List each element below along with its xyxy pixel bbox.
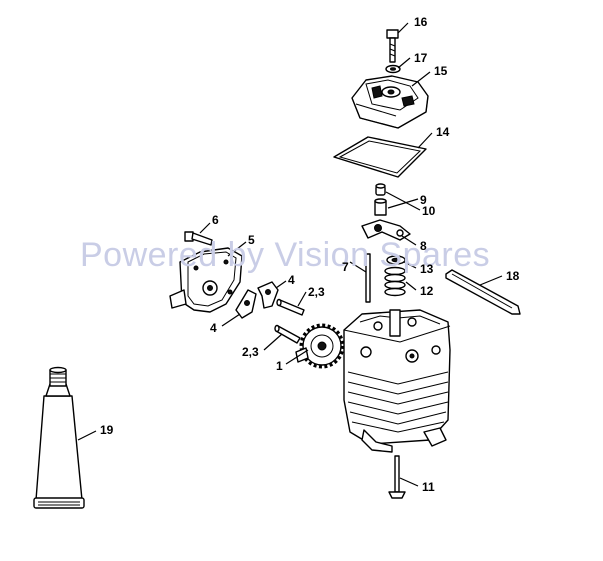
part-12-valve-spring[interactable] — [384, 266, 406, 297]
callout-2-3-lower[interactable]: 2,3 — [242, 345, 259, 359]
part-11-valve[interactable] — [388, 455, 406, 499]
callout-19[interactable]: 19 — [100, 423, 114, 437]
callout-15[interactable]: 15 — [434, 64, 448, 78]
part-4-lever-lower[interactable] — [235, 289, 257, 319]
part-6-screw[interactable] — [184, 231, 213, 246]
part-9-tappet[interactable] — [374, 198, 387, 216]
part-1-gear[interactable] — [295, 323, 345, 369]
cylinder-assembly — [343, 309, 451, 453]
callout-1[interactable]: 1 — [276, 359, 283, 373]
callout-5[interactable]: 5 — [248, 233, 255, 247]
part-14-gasket[interactable] — [333, 136, 427, 178]
leader-lines — [77, 22, 503, 487]
part-17-washer[interactable] — [385, 64, 401, 74]
callout-13[interactable]: 13 — [420, 262, 434, 276]
callout-9[interactable]: 9 — [420, 193, 427, 207]
part-2-3-pin-upper[interactable] — [276, 298, 305, 316]
part-19-tube[interactable] — [33, 366, 85, 509]
part-2-3-pin-lower[interactable] — [274, 324, 301, 344]
callout-7[interactable]: 7 — [342, 260, 349, 274]
callout-17[interactable]: 17 — [414, 51, 428, 65]
part-4-lever-upper[interactable] — [257, 281, 279, 309]
part-10-cap[interactable] — [375, 183, 386, 196]
callout-2-3-upper[interactable]: 2,3 — [308, 285, 325, 299]
callout-8[interactable]: 8 — [420, 239, 427, 253]
callout-14[interactable]: 14 — [436, 125, 450, 139]
part-5-cover-plate[interactable] — [169, 247, 243, 313]
callout-11[interactable]: 11 — [422, 480, 435, 494]
callout-18[interactable]: 18 — [506, 269, 520, 283]
callout-16[interactable]: 16 — [414, 15, 428, 29]
callout-4-lower[interactable]: 4 — [210, 321, 217, 335]
part-13-retainer[interactable] — [386, 255, 406, 265]
part-15-valve-cover[interactable] — [351, 75, 429, 129]
part-16-screw[interactable] — [386, 29, 399, 63]
callout-10[interactable]: 10 — [422, 204, 436, 218]
part-8-rocker-arm[interactable] — [361, 219, 411, 241]
callout-6[interactable]: 6 — [212, 213, 219, 227]
callout-4-upper[interactable]: 4 — [288, 273, 295, 287]
part-7-push-rod[interactable] — [365, 253, 371, 303]
callout-12[interactable]: 12 — [420, 284, 434, 298]
part-18-tool[interactable] — [445, 269, 521, 315]
watermark: Powered by Vision Spares — [80, 236, 490, 274]
